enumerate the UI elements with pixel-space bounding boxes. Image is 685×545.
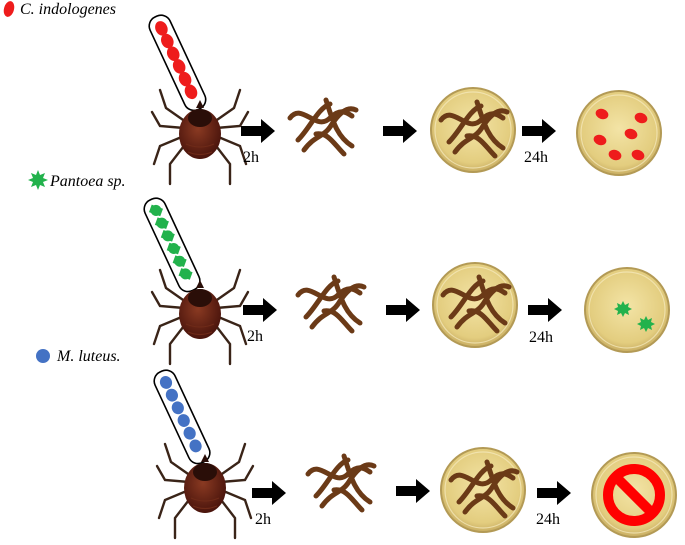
inoculum-tube (148, 14, 207, 112)
arrow-icon (528, 298, 562, 322)
worms-image (298, 277, 364, 331)
organism-label: Pantoea sp. (49, 173, 126, 190)
agar-plate-with-worms (432, 262, 518, 348)
inoculum-tube (153, 369, 211, 465)
arrow-icon (522, 119, 556, 143)
organism-label: C. indologenes (20, 1, 116, 18)
row-c-indologenes: C. indologenes 2h 24h (3, 1, 662, 186)
arrow-icon (537, 481, 571, 505)
arrow-icon (241, 119, 275, 143)
agar-plate-no-growth (591, 452, 677, 538)
tick-image (150, 88, 250, 186)
green-star-icon (28, 170, 48, 190)
time-label: 24h (524, 149, 548, 166)
worms-image (308, 456, 374, 510)
worms-image (290, 100, 356, 154)
inoculum-tube (143, 197, 201, 293)
green-colony-icon (614, 301, 655, 332)
agar-plate-with-worms (440, 447, 526, 533)
arrow-icon (243, 298, 277, 322)
arrow-icon (386, 298, 420, 322)
agar-plate-colonies (576, 90, 662, 176)
time-label: 24h (529, 329, 553, 346)
arrow-icon (252, 481, 286, 505)
arrow-icon (383, 119, 417, 143)
no-growth-icon (603, 464, 665, 526)
blue-circle-icon (36, 349, 50, 363)
time-label: 24h (536, 511, 560, 528)
row-pantoea: Pantoea sp. 2h (28, 170, 670, 366)
arrow-icon (396, 479, 430, 503)
tick-image (150, 268, 250, 366)
row-m-luteus: M. luteus. 2h 24h (36, 348, 677, 540)
red-colony-icon (593, 108, 648, 161)
agar-plate-with-worms (430, 87, 516, 173)
time-label: 2h (255, 511, 271, 528)
time-label: 2h (247, 328, 263, 345)
tick-image (155, 442, 255, 540)
time-label: 2h (243, 149, 259, 166)
agar-plate-colonies (584, 267, 670, 353)
organism-label: M. luteus. (56, 348, 121, 365)
red-oval-icon (3, 1, 15, 17)
